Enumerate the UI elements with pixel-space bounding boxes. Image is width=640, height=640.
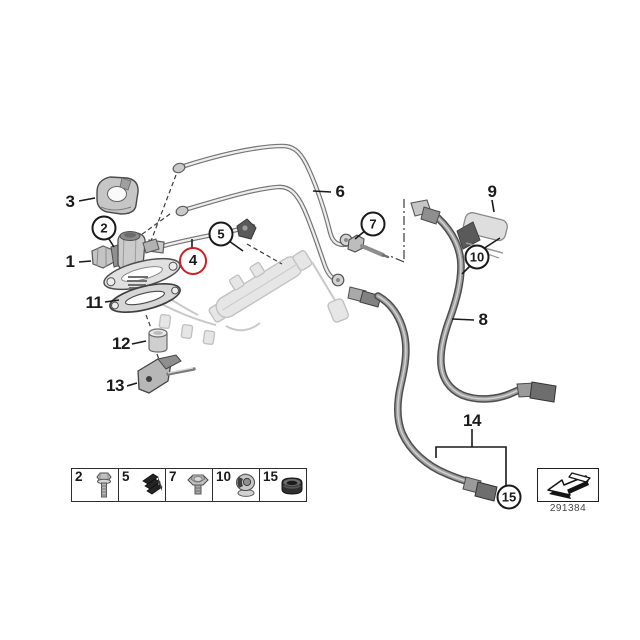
clip-9	[456, 212, 508, 259]
legend-cell-2: 2	[72, 469, 118, 501]
seal-ring-icon	[281, 477, 303, 495]
fuel-lines-6	[172, 143, 352, 283]
legend-cell-10: 10	[212, 469, 259, 501]
leader-lines	[78, 190, 507, 486]
callout-10-circle: 10	[464, 244, 490, 270]
bolt-7	[339, 233, 390, 259]
hose-14	[374, 292, 498, 502]
legend-number: 10	[216, 469, 232, 484]
callout-2-circle: 2	[91, 215, 117, 241]
legend-number: 15	[263, 469, 279, 484]
bracket-3	[96, 176, 139, 215]
diagram-number: 291384	[549, 503, 587, 514]
callout-11: 11	[85, 293, 103, 312]
callout-8: 8	[478, 310, 488, 329]
legend-number: 7	[169, 469, 177, 484]
legend-cell-7: 7	[165, 469, 212, 501]
callout-1: 1	[65, 252, 75, 271]
callout-9: 9	[487, 182, 497, 201]
callout-13: 13	[106, 376, 124, 395]
legend-number: 5	[122, 469, 130, 484]
legend-cell-15: 15	[259, 469, 306, 501]
fuel-rail-ghost	[147, 249, 350, 346]
legend-cell-5: 5	[118, 469, 165, 501]
callout-5-circle: 5	[208, 221, 234, 247]
rubber-mount-icon	[142, 473, 163, 495]
callout-12: 12	[112, 334, 130, 353]
callout-7-circle: 7	[360, 211, 386, 237]
flange-screw-icon	[187, 474, 209, 495]
callout-14: 14	[463, 411, 481, 430]
hex-bolt-icon	[96, 472, 112, 498]
callout-15-circle: 15	[496, 484, 522, 510]
legend-number: 2	[75, 469, 83, 484]
gasket-11	[109, 282, 181, 314]
direction-stamp-box	[537, 468, 599, 502]
callout-6: 6	[335, 182, 345, 201]
callout-3: 3	[65, 192, 75, 211]
hose-8	[410, 199, 557, 403]
callout-4-highlight-circle: 4	[179, 247, 207, 275]
clamp-nut-icon	[235, 473, 256, 497]
legend-table: 2 5 7	[71, 468, 307, 502]
bushing-12	[148, 328, 168, 353]
direction-arrow-icon	[547, 472, 591, 499]
clip-13	[137, 354, 196, 394]
